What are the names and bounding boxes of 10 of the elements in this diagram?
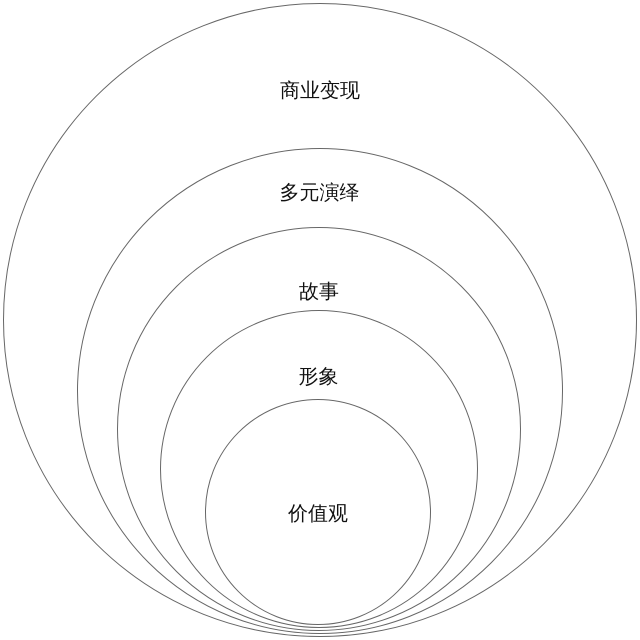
circle-label: 商业变现 bbox=[280, 78, 360, 102]
circle-label: 多元演绎 bbox=[280, 180, 360, 204]
circle bbox=[117, 227, 521, 631]
circle bbox=[3, 3, 637, 637]
circle bbox=[160, 310, 478, 628]
circle bbox=[205, 399, 431, 625]
circle-label: 形象 bbox=[298, 364, 338, 388]
circle-label: 故事 bbox=[299, 279, 339, 303]
circle bbox=[76, 148, 562, 634]
circle-label: 价值观 bbox=[288, 501, 348, 525]
